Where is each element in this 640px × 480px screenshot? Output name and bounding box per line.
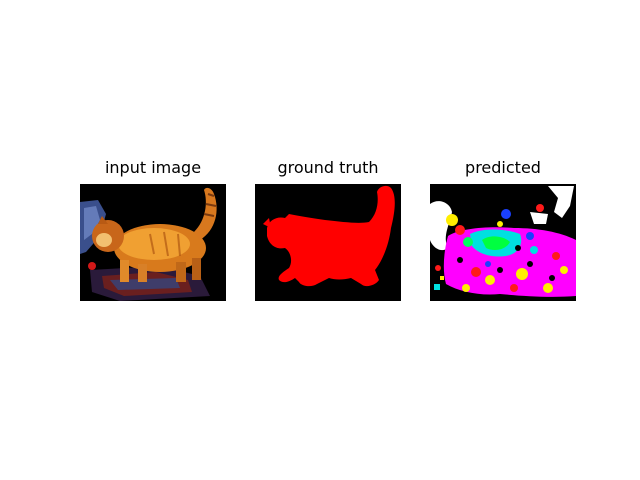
panel-title-ground-truth: ground truth (277, 158, 379, 177)
prediction-segmentation (430, 184, 576, 301)
panel-title-input-image: input image (104, 158, 202, 177)
panel-title-predicted: predicted (465, 158, 541, 177)
predicted-mask (430, 184, 576, 301)
input-image (80, 184, 226, 301)
cat-photo (80, 184, 226, 301)
cat-mask (255, 184, 401, 301)
ground-truth-mask (255, 184, 401, 301)
